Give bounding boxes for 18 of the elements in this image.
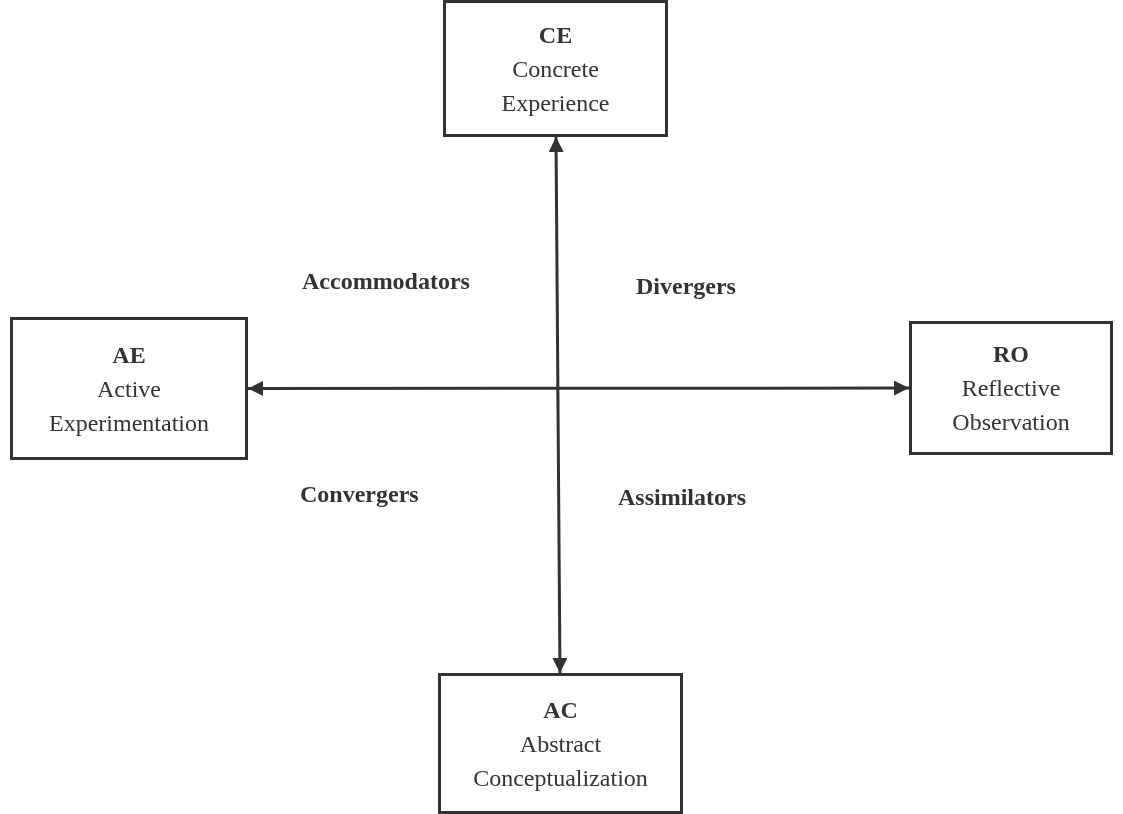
concept-box bbox=[438, 673, 683, 814]
box-text: Concrete Experience bbox=[500, 54, 611, 118]
quadrant-label: Divergers bbox=[636, 273, 736, 300]
quadrant-label: Assimilators bbox=[618, 484, 746, 511]
concept-box bbox=[443, 0, 668, 137]
box-heading: RO bbox=[993, 340, 1029, 369]
concept-box bbox=[10, 317, 248, 460]
double-arrow bbox=[248, 380, 909, 396]
box-text: Abstract Conceptualization bbox=[472, 729, 649, 793]
quadrant-label: Accommodators bbox=[302, 268, 470, 295]
quadrant-label: Convergers bbox=[300, 481, 419, 508]
concept-box bbox=[909, 321, 1113, 455]
box-text: Active Experimentation bbox=[48, 374, 210, 438]
box-heading: AC bbox=[543, 695, 578, 725]
box-heading: AE bbox=[112, 340, 146, 370]
box-text: Reflective Observation bbox=[951, 374, 1071, 437]
box-heading: CE bbox=[538, 20, 573, 50]
double-arrow bbox=[548, 137, 568, 673]
